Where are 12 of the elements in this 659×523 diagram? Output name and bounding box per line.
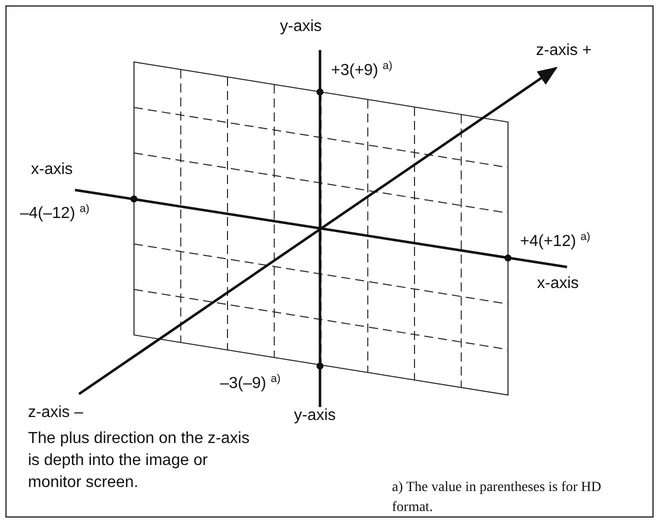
axis-label: –4(–12) $^{a)}$ <box>20 205 90 222</box>
axis-label: y-axis <box>294 407 336 424</box>
note-text: a) The value in parentheses is for HD format. <box>392 479 602 517</box>
axis-label: x-axis <box>537 275 579 292</box>
axis-label: +3(+9) $^{a)}$ <box>331 62 392 79</box>
axis-label: y-axis <box>280 18 322 35</box>
axis-label: –3(–9) $^{a)}$ <box>220 375 280 392</box>
axis-label: z-axis – <box>28 404 84 421</box>
note-text: The plus direction on the z-axis is depth into the image or monitor screen. <box>28 429 250 493</box>
axis-label: +4(+12) $^{a)}$ <box>520 233 590 250</box>
axis-label: z-axis + <box>536 42 592 59</box>
axis-label: x-axis <box>31 161 73 178</box>
